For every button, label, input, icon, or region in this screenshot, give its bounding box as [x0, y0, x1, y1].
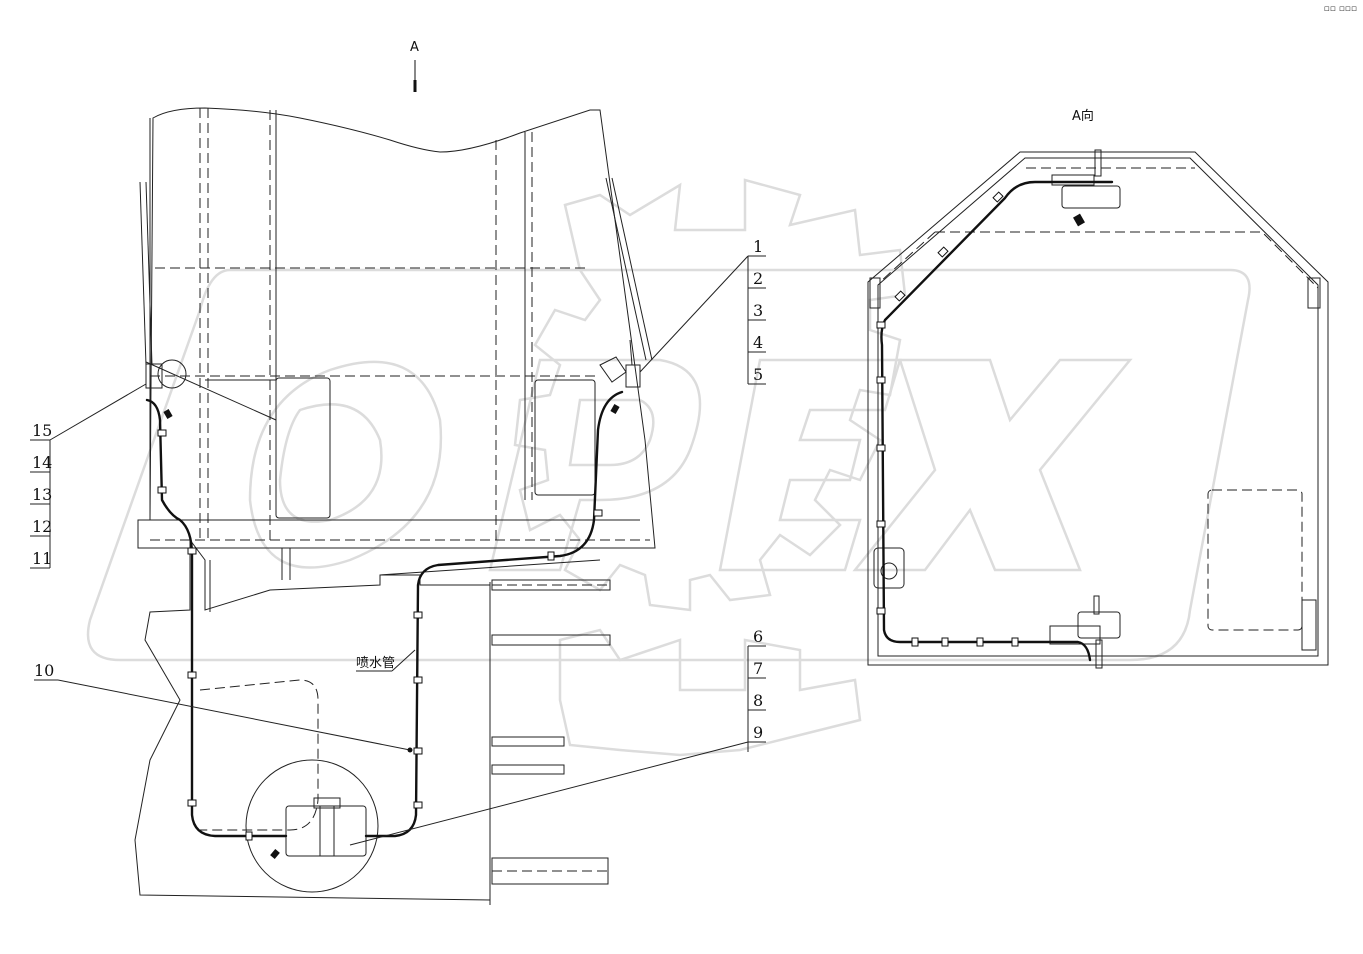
view-marker: A — [410, 40, 419, 92]
company-logo-watermark — [86, 178, 1251, 757]
part-number-4: 4 — [753, 333, 763, 352]
part-number-2: 2 — [753, 269, 763, 288]
part-number-10: 10 — [34, 661, 54, 680]
cab-side-view: 喷水管 — [134, 107, 656, 905]
callouts-top-right: 1 2 3 4 5 — [639, 237, 766, 385]
part-number-13: 13 — [32, 485, 52, 504]
part-number-7: 7 — [753, 659, 763, 678]
hose-label: 喷水管 — [356, 656, 395, 671]
part-number-8: 8 — [753, 691, 763, 710]
a-direction-view: A向 — [867, 108, 1329, 669]
part-number-6: 6 — [753, 627, 763, 646]
part-number-14: 14 — [32, 453, 52, 472]
callouts-left: 15 14 13 12 11 — [30, 383, 147, 569]
part-number-9: 9 — [753, 723, 763, 742]
part-number-11: 11 — [32, 549, 52, 568]
part-number-3: 3 — [753, 301, 763, 320]
part-number-1: 1 — [753, 237, 763, 256]
part-number-15: 15 — [32, 421, 52, 440]
view-title: A向 — [1072, 108, 1094, 124]
corner-icons: ▫▫ ▫▫▫ — [1323, 4, 1357, 14]
part-number-5: 5 — [753, 365, 763, 384]
callouts-bottom: 6 7 8 9 — [349, 627, 766, 846]
callout-10: 10 — [34, 661, 413, 753]
view-marker-label: A — [410, 40, 419, 55]
part-number-12: 12 — [32, 517, 52, 536]
